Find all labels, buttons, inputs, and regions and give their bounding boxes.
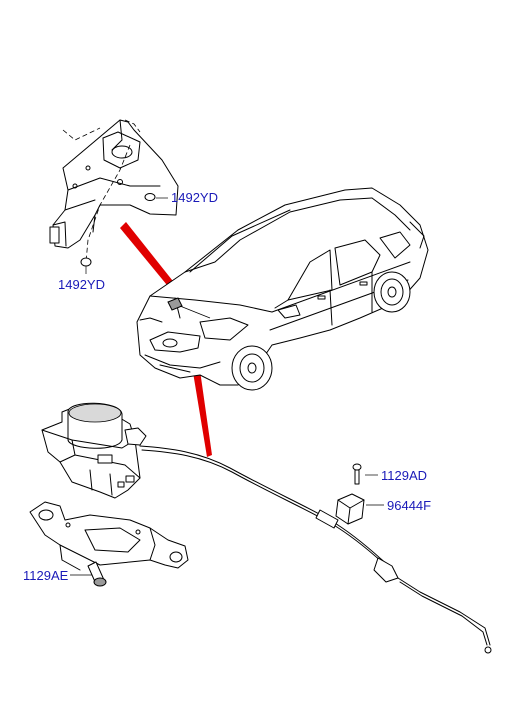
actuator-assembly [41,402,147,499]
label-clip-upper: 1492YD [171,190,218,205]
label-bolt-clip: 1129AD [381,468,427,483]
upper-panel-illustration [49,119,179,263]
bolt-1129ad [352,463,378,485]
clip-1492yd-lower [80,257,92,274]
label-cable-clip: 96444F [387,498,431,513]
label-bolt-bracket: 1129AE [23,568,69,583]
car-illustration [136,187,429,391]
label-clip-lower: 1492YD [58,277,105,292]
cable-clip-96444f [335,493,384,525]
bolt-1129ae [70,561,107,587]
clip-1492yd-upper [144,193,168,201]
bracket [29,501,189,571]
hood-release-cable [139,445,492,654]
pointer-to-panel [120,222,180,296]
